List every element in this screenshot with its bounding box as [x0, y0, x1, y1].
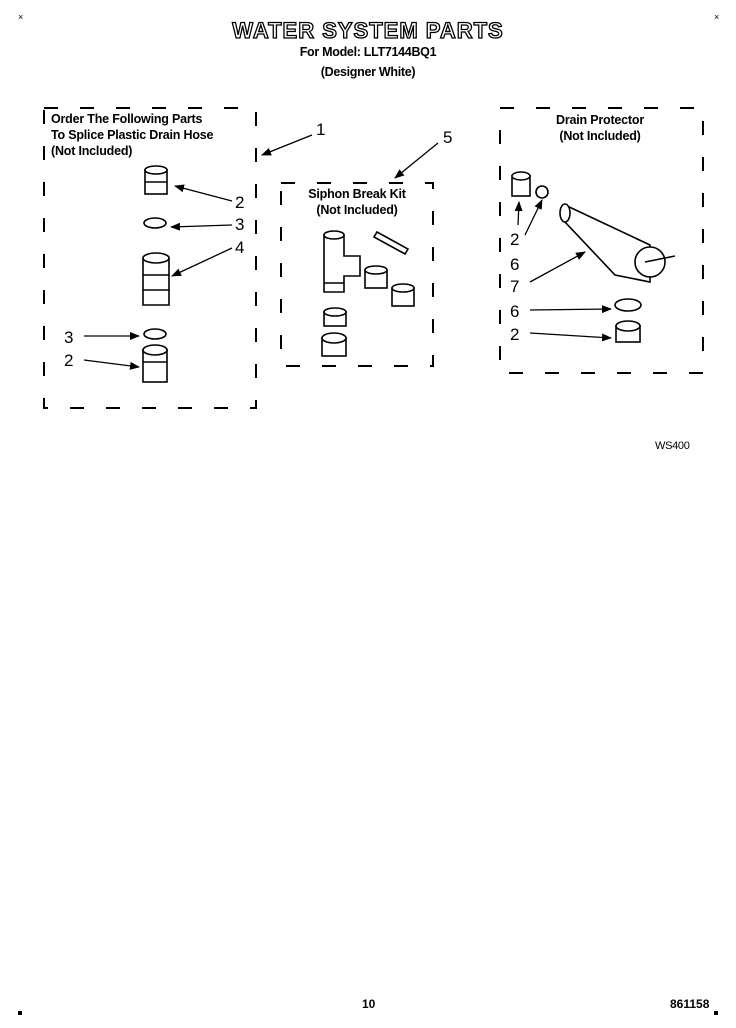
siphon-tie-strap — [372, 230, 410, 256]
corner-mark-br — [714, 1011, 718, 1015]
callout-3-bottom-left: 3 — [64, 328, 74, 347]
document-number: 861158 — [670, 997, 710, 1011]
callout-4: 4 — [235, 238, 245, 257]
color-line: (Designer White) — [320, 65, 416, 79]
drain-ring-top — [535, 185, 549, 199]
drain-protector-clamp — [634, 246, 666, 278]
splice-box-label: Order The Following Parts To Splice Plas… — [51, 111, 213, 159]
splice-parts-box — [43, 107, 257, 409]
drain-box-label: Drain Protector (Not Included) — [500, 112, 700, 144]
callout-2-drain-bottom: 2 — [510, 325, 520, 344]
callout-2-top-left: 2 — [235, 193, 245, 212]
siphon-box-label: Siphon Break Kit (Not Included) — [280, 186, 434, 218]
corner-mark-tl: × — [18, 12, 23, 22]
drain-ring-bottom — [614, 298, 642, 312]
splice-parts-group — [142, 165, 170, 383]
callout-3-top-left: 3 — [235, 215, 245, 234]
page-title: WATER SYSTEM PARTS — [232, 17, 504, 43]
callout-2-bottom-left: 2 — [64, 351, 74, 370]
model-line: For Model: LLT7144BQ1 — [299, 45, 437, 59]
siphon-label-line2: (Not Included) — [316, 203, 398, 217]
clamp-ring-top — [143, 217, 167, 229]
splice-label-line1: Order The Following Parts — [51, 112, 203, 126]
corner-mark-bl — [18, 1011, 22, 1015]
drain-protector-box — [499, 107, 704, 374]
splice-label-line3: (Not Included) — [51, 144, 133, 158]
clamp-ring-bottom — [143, 328, 167, 340]
page-number: 10 — [362, 997, 376, 1011]
corner-mark-tr: × — [714, 12, 719, 22]
callout-7: 7 — [510, 277, 520, 296]
diagram-code: WS400 — [655, 440, 690, 452]
siphon-tee — [323, 234, 361, 293]
callout-6-drain-top: 6 — [510, 255, 520, 274]
splice-label-line2: To Splice Plastic Drain Hose — [51, 128, 214, 142]
siphon-break-kit-box — [280, 182, 434, 367]
callout-2-drain-top: 2 — [510, 230, 520, 249]
drain-label-line2: (Not Included) — [559, 129, 641, 143]
callout-1: 1 — [316, 120, 326, 139]
drain-label-line1: Drain Protector — [556, 113, 644, 127]
siphon-parts-group — [321, 230, 415, 357]
splice-tube — [142, 257, 170, 306]
siphon-label-line1: Siphon Break Kit — [308, 187, 406, 201]
callout-5: 5 — [443, 128, 453, 147]
leader-arrows — [83, 134, 612, 370]
drain-parts-group — [511, 171, 676, 343]
callout-6-drain-bottom: 6 — [510, 302, 520, 321]
